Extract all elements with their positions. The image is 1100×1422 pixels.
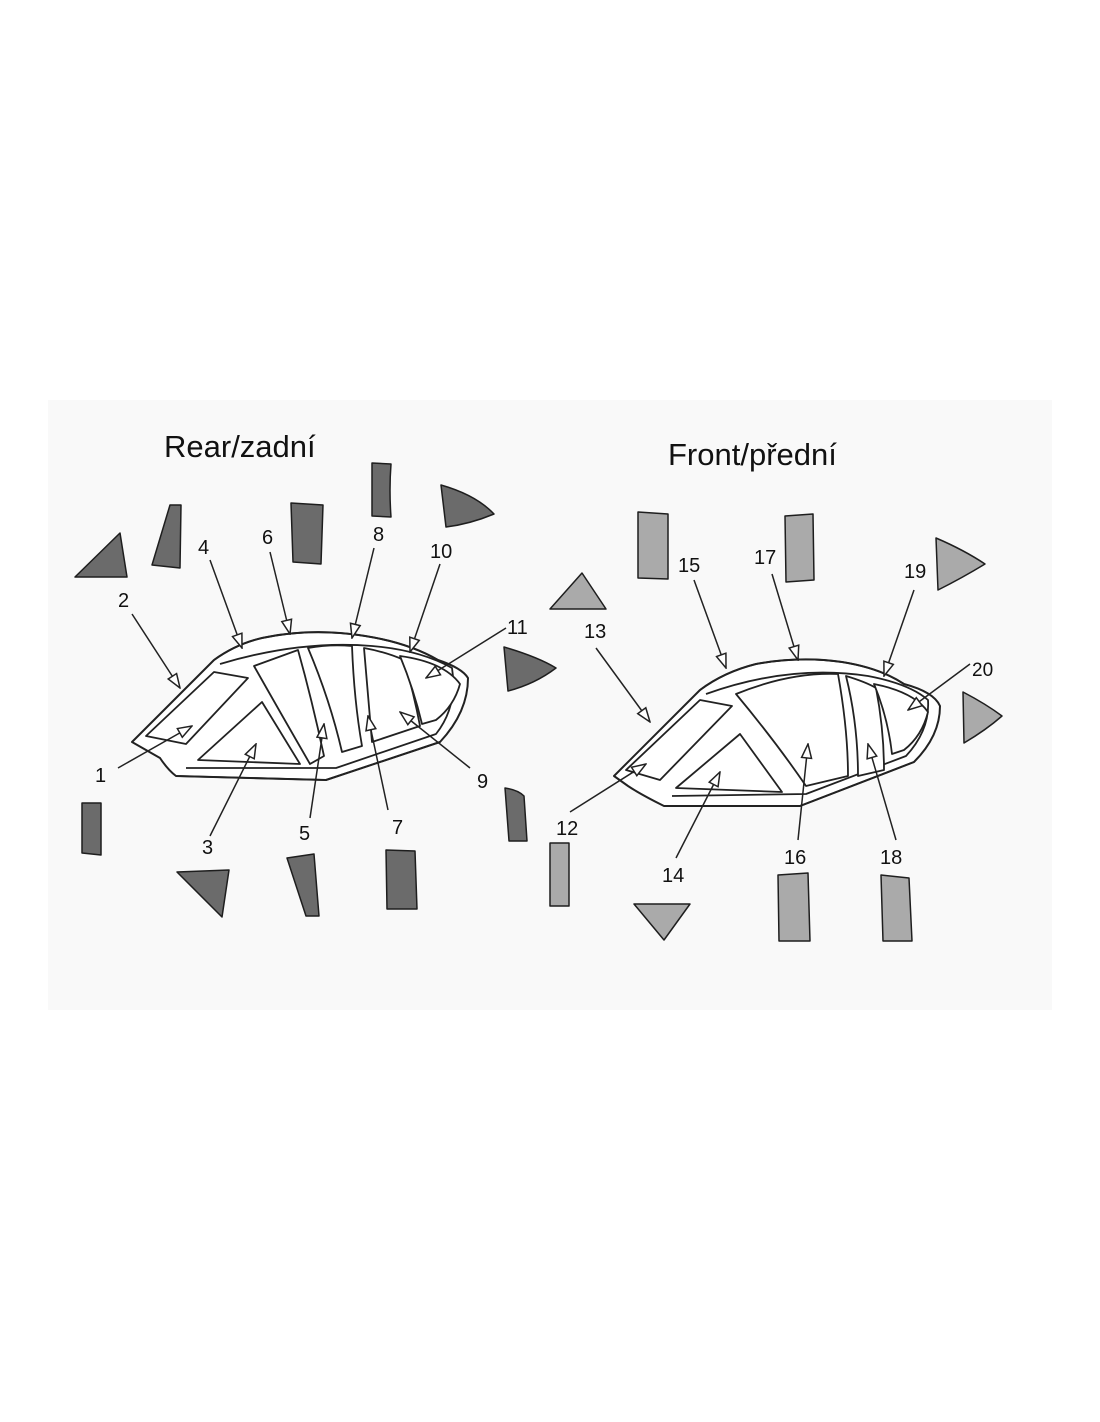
front-mask-20 bbox=[962, 691, 1003, 744]
rear-leader-2 bbox=[131, 613, 180, 688]
rear-label-11: 11 bbox=[507, 617, 528, 639]
front-mask-18 bbox=[880, 874, 913, 942]
front-label-19: 19 bbox=[904, 561, 926, 583]
front-leaders bbox=[569, 573, 971, 859]
rear-label-6: 6 bbox=[262, 527, 273, 549]
front-leader-19 bbox=[884, 589, 915, 676]
rear-leader-7 bbox=[368, 716, 389, 811]
front-leader-12 bbox=[569, 764, 646, 813]
front-leader-18 bbox=[868, 744, 897, 841]
rear-pane-1 bbox=[145, 671, 249, 745]
rear-leader-11 bbox=[426, 627, 507, 678]
front-leader-13 bbox=[595, 647, 650, 722]
rear-title: Rear/zadní bbox=[164, 429, 316, 464]
front-label-12: 12 bbox=[556, 818, 578, 840]
rear-mask-11 bbox=[503, 646, 557, 692]
rear-leader-1 bbox=[117, 726, 192, 769]
rear-label-7: 7 bbox=[392, 817, 403, 839]
rear-label-10: 10 bbox=[430, 541, 452, 563]
front-frame-inner bbox=[671, 671, 929, 797]
front-frame-top bbox=[699, 658, 905, 691]
rear-label-1: 1 bbox=[95, 765, 106, 787]
rear-masks bbox=[74, 462, 557, 918]
front-leader-17 bbox=[771, 573, 798, 660]
front-label-14: 14 bbox=[662, 865, 684, 887]
rear-frame-inner bbox=[186, 643, 455, 769]
front-pane-14 bbox=[675, 733, 783, 793]
front-frame-base bbox=[664, 761, 915, 807]
front-label-17: 17 bbox=[754, 547, 776, 569]
rear-label-2: 2 bbox=[118, 590, 129, 612]
rear-labels: 1 2 3 4 5 6 7 8 9 10 11 bbox=[95, 524, 528, 859]
rear-leader-5 bbox=[309, 724, 324, 819]
front-label-15: 15 bbox=[678, 555, 700, 577]
rear-mask-10 bbox=[440, 484, 495, 528]
rear-mask-3 bbox=[176, 869, 230, 918]
rear-mask-5 bbox=[286, 853, 320, 917]
rear-leader-6 bbox=[269, 551, 290, 634]
rear-leader-4 bbox=[209, 559, 242, 648]
rear-mask-8 bbox=[371, 462, 392, 518]
rear-section: Rear/zadní bbox=[74, 429, 557, 918]
front-section: Front/přední bbox=[549, 437, 1003, 942]
rear-leader-10 bbox=[410, 563, 441, 652]
front-mask-13 bbox=[549, 572, 607, 610]
rear-mask-1 bbox=[81, 802, 102, 856]
front-label-18: 18 bbox=[880, 847, 902, 869]
rear-mask-7 bbox=[385, 849, 418, 910]
front-label-13: 13 bbox=[584, 621, 606, 643]
rear-leader-3 bbox=[209, 744, 256, 837]
front-leader-14 bbox=[675, 772, 720, 859]
rear-mask-2 bbox=[74, 532, 128, 578]
rear-pane-7 bbox=[307, 644, 363, 753]
rear-leader-9 bbox=[400, 712, 471, 769]
front-mask-14 bbox=[633, 903, 691, 941]
front-mask-12 bbox=[549, 842, 570, 907]
rear-label-5: 5 bbox=[299, 823, 310, 845]
rear-label-3: 3 bbox=[202, 837, 213, 859]
front-leader-20 bbox=[908, 663, 971, 710]
rear-canopy-drawing bbox=[131, 631, 469, 781]
rear-leaders bbox=[117, 547, 507, 837]
front-mask-17 bbox=[784, 513, 815, 583]
rear-label-8: 8 bbox=[373, 524, 384, 546]
rear-frame-base bbox=[175, 741, 441, 781]
front-labels: 12 13 14 15 16 17 18 19 20 bbox=[556, 547, 993, 887]
front-mask-15 bbox=[637, 511, 669, 580]
rear-leader-8 bbox=[352, 547, 375, 638]
front-label-16: 16 bbox=[784, 847, 806, 869]
front-leader-16 bbox=[797, 744, 808, 841]
front-mask-16 bbox=[777, 872, 811, 942]
rear-pane-3 bbox=[197, 701, 301, 765]
front-label-20: 20 bbox=[972, 660, 993, 681]
front-title: Front/přední bbox=[668, 437, 837, 472]
front-pane-12 bbox=[625, 699, 733, 781]
rear-mask-4 bbox=[151, 504, 182, 569]
rear-mask-9 bbox=[504, 787, 528, 842]
front-mask-19 bbox=[935, 537, 986, 591]
rear-pane-5 bbox=[253, 649, 325, 765]
rear-label-4: 4 bbox=[198, 537, 209, 559]
front-masks bbox=[549, 511, 1003, 942]
front-pane-16 bbox=[735, 672, 849, 787]
rear-mask-6 bbox=[290, 502, 324, 565]
front-leader-15 bbox=[693, 579, 726, 668]
rear-label-9: 9 bbox=[477, 771, 488, 793]
front-canopy-drawing bbox=[613, 658, 941, 807]
